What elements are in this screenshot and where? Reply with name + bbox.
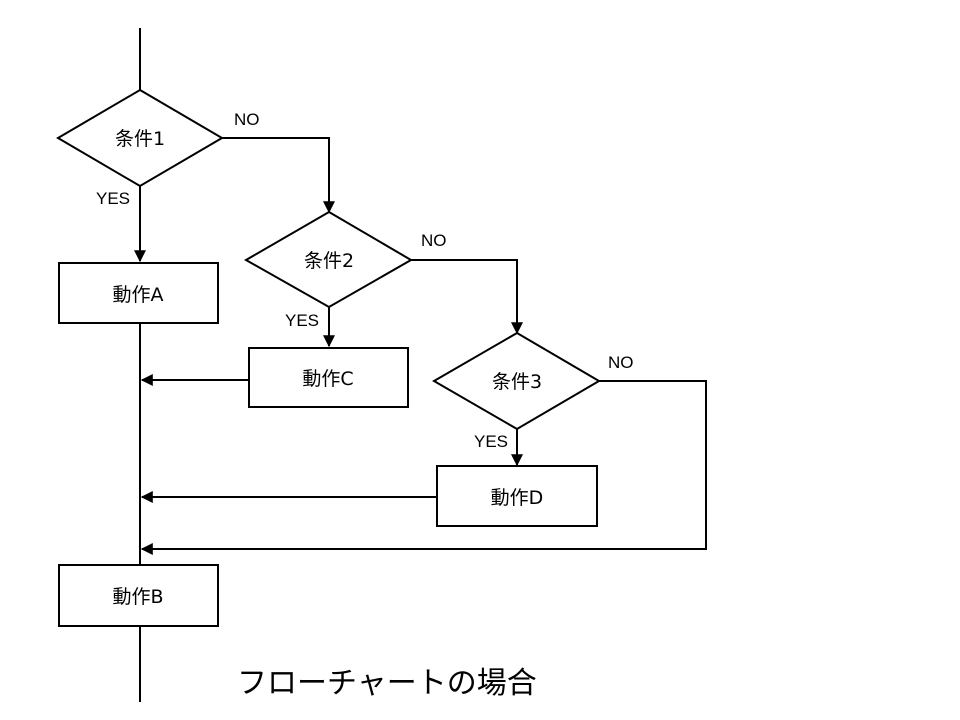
cond2-diamond [243, 210, 413, 309]
actionD-box [436, 465, 598, 527]
cond2-yes-label: YES [285, 311, 319, 330]
actionD-label: 動作D [491, 487, 544, 509]
actionB-box [58, 564, 219, 627]
cond1-diamond [56, 88, 224, 188]
cond3-no-label: NO [608, 353, 634, 372]
actionC-label: 動作C [302, 368, 353, 390]
cond2-no-label: NO [421, 231, 447, 250]
cond1-yes-label: YES [96, 189, 130, 208]
cond2-no-connector [411, 259, 523, 335]
cond1-no-label: NO [234, 110, 260, 129]
actionA-label: 動作A [113, 284, 164, 306]
cond2-label: 条件2 [304, 250, 354, 272]
caption-title: フローチャートの場合 [237, 666, 537, 701]
actionC-box [248, 347, 409, 408]
cond3-diamond [432, 331, 601, 431]
cond3-label: 条件3 [492, 371, 542, 393]
cond1-no-connector [222, 137, 335, 214]
cond3-yes-label: YES [474, 432, 508, 451]
actionA-box [58, 262, 219, 324]
cond3-no-return-arrow [140, 380, 707, 555]
actionB-label: 動作B [112, 586, 163, 608]
cond1-label: 条件1 [115, 128, 165, 150]
